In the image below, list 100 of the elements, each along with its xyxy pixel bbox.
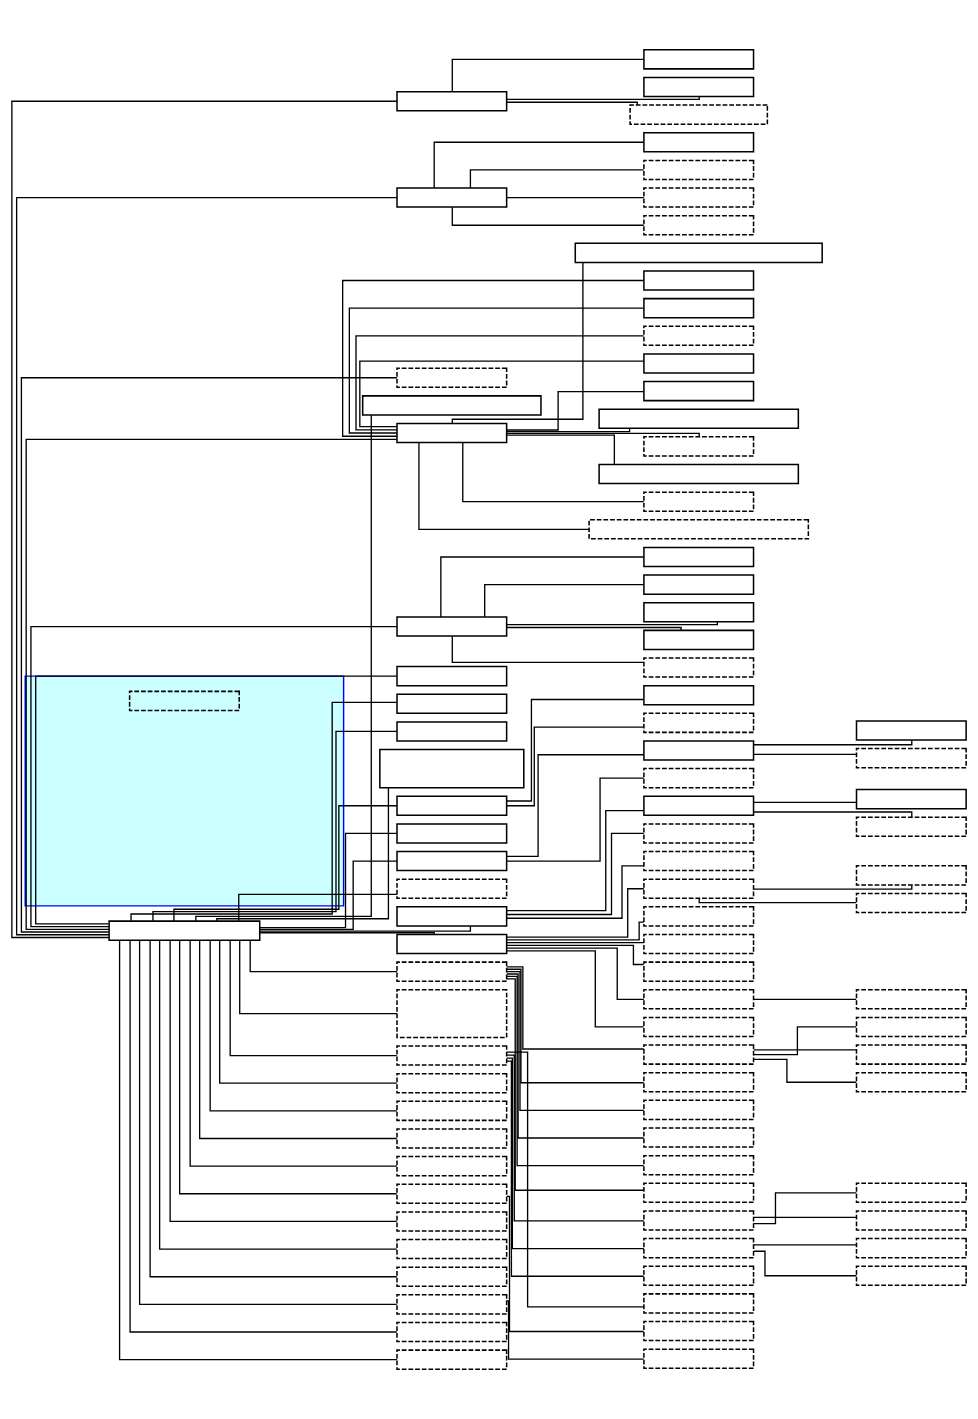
connector: [355, 335, 645, 431]
connector: [506, 754, 645, 857]
connector: [753, 1192, 858, 1225]
connector: [451, 206, 645, 226]
node-box: [396, 850, 508, 872]
node-box: [396, 823, 508, 844]
node-box: [643, 1016, 755, 1038]
connector: [209, 939, 398, 1112]
node-box: [643, 767, 755, 789]
node-box: [643, 1320, 755, 1342]
node-box: [643, 1265, 755, 1287]
connector: [506, 621, 718, 626]
node-box: [855, 865, 967, 886]
node-box: [643, 574, 755, 595]
node-box: [855, 1071, 967, 1093]
node-box: [396, 1128, 508, 1149]
node-box: [855, 1265, 967, 1287]
connector: [753, 998, 857, 1000]
connector: [506, 1195, 645, 1333]
node-box: [855, 1210, 967, 1231]
node-box: [379, 748, 525, 789]
node-box: [643, 353, 755, 374]
connector: [259, 925, 472, 932]
node-box: [396, 91, 508, 112]
connector: [506, 427, 631, 433]
node-box: [643, 187, 755, 208]
node-box: [396, 693, 508, 715]
node-box: [643, 380, 755, 402]
node-box: [855, 720, 967, 741]
node-box: [855, 1016, 967, 1038]
connector: [440, 556, 645, 618]
node-box: [396, 933, 508, 955]
cluster: [24, 675, 345, 907]
connector: [753, 801, 857, 804]
connector: [173, 805, 398, 922]
connector: [506, 626, 682, 631]
connector: [506, 809, 645, 912]
connector: [752, 739, 913, 746]
node-box: [396, 1349, 508, 1370]
connector: [506, 1300, 645, 1360]
connector: [152, 730, 398, 922]
node-box: [643, 1237, 755, 1259]
connector: [506, 971, 645, 1112]
connector: [752, 1026, 858, 1056]
node-box: [643, 740, 755, 761]
node-box: [643, 1099, 755, 1121]
connector: [506, 865, 645, 919]
node-box: [396, 1183, 508, 1205]
connector: [506, 1054, 645, 1222]
node-box: [396, 616, 508, 637]
node-box: [396, 878, 508, 899]
connector: [35, 675, 398, 925]
connector: [239, 939, 398, 1015]
node-box: [643, 546, 755, 568]
connector: [249, 939, 398, 973]
node-box: [643, 878, 755, 899]
node-box: [361, 395, 542, 416]
node-box: [396, 721, 508, 742]
node-box: [396, 906, 508, 927]
node-box: [643, 214, 755, 236]
connector: [418, 441, 590, 530]
node-box: [643, 1154, 755, 1176]
node-box: [643, 684, 755, 706]
node-box: [643, 270, 755, 291]
connector: [506, 196, 645, 199]
node-box: [643, 49, 755, 70]
connector: [506, 973, 645, 1139]
connector: [462, 441, 645, 503]
connector: [259, 932, 435, 935]
node-box: [643, 1348, 755, 1369]
node-box: [396, 961, 508, 982]
connector: [506, 726, 645, 807]
connector: [752, 1058, 858, 1083]
connector: [219, 939, 398, 1084]
connector: [199, 939, 398, 1140]
connector: [451, 635, 645, 663]
node-box: [396, 1266, 508, 1287]
node-box: [396, 1045, 508, 1066]
connector: [216, 787, 390, 922]
node-box: [643, 657, 755, 678]
node-box: [588, 519, 810, 540]
connector: [506, 698, 645, 802]
connector: [752, 811, 913, 818]
node-box: [396, 1072, 508, 1094]
node-box: [643, 933, 755, 955]
node-box: [643, 906, 755, 927]
node-box: [855, 989, 967, 1010]
node-box: [598, 463, 800, 485]
connector: [433, 141, 645, 189]
connector: [506, 96, 700, 101]
node-box: [598, 408, 800, 430]
node-box: [643, 132, 755, 153]
node-box: [643, 712, 755, 734]
node-box: [643, 629, 755, 651]
node-box: [396, 422, 508, 444]
node-box: [396, 367, 508, 389]
node-box: [396, 989, 508, 1039]
node-box: [855, 892, 967, 914]
connector: [359, 360, 645, 428]
node-box: [855, 816, 967, 838]
